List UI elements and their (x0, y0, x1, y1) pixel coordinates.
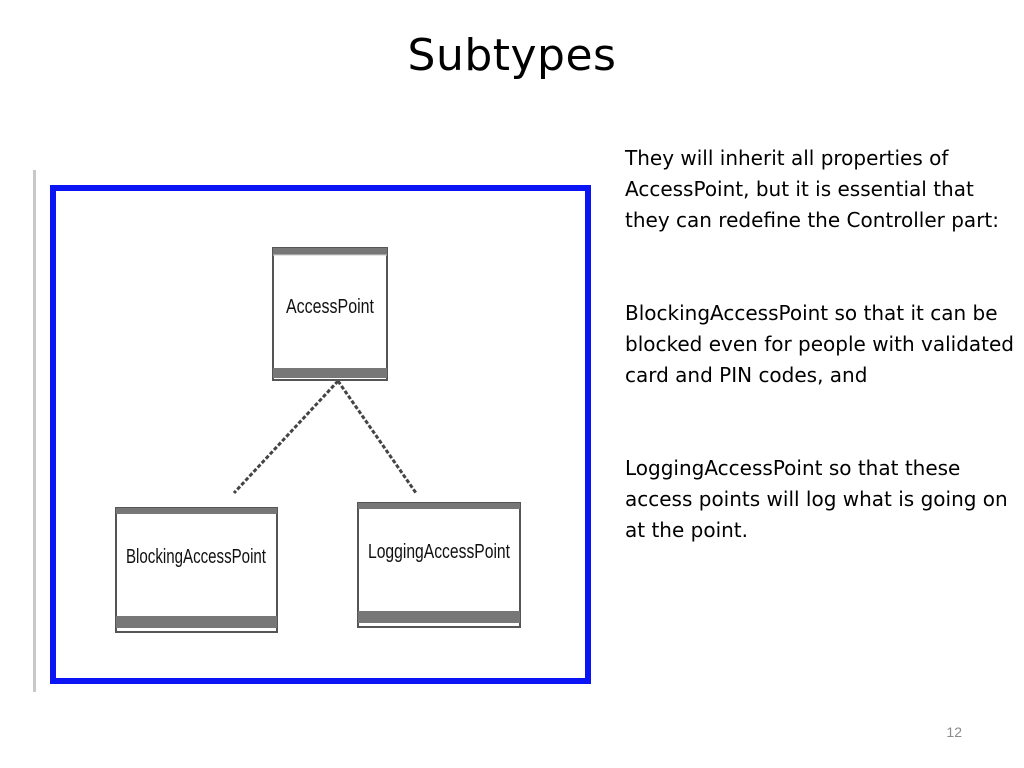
paragraph-inheritance: They will inherit all properties of Acce… (625, 146, 999, 232)
paragraph-blocking: BlockingAccessPoint so that it can be bl… (625, 301, 1014, 387)
paragraph-logging: LoggingAccessPoint so that these access … (625, 456, 1008, 542)
inheritance-line-left (232, 379, 340, 495)
body-text: They will inherit all properties of Acce… (625, 143, 1020, 608)
class-diagram-frame: AccessPoint BlockingAccessPoint LoggingA… (50, 185, 591, 684)
class-box-loggingaccesspoint: LoggingAccessPoint (357, 502, 521, 628)
class-label-loggingaccesspoint: LoggingAccessPoint (368, 541, 510, 563)
page-number: 12 (946, 724, 962, 740)
left-divider (33, 170, 36, 692)
inheritance-lines (232, 379, 418, 495)
slide-title: Subtypes (407, 30, 617, 81)
class-label-blockingaccesspoint: BlockingAccessPoint (126, 546, 266, 568)
inheritance-line-right (336, 380, 418, 494)
class-box-blockingaccesspoint: BlockingAccessPoint (115, 507, 278, 633)
class-box-accesspoint: AccessPoint (272, 247, 388, 381)
class-diagram: AccessPoint BlockingAccessPoint LoggingA… (115, 247, 521, 633)
class-label-accesspoint: AccessPoint (286, 296, 374, 318)
